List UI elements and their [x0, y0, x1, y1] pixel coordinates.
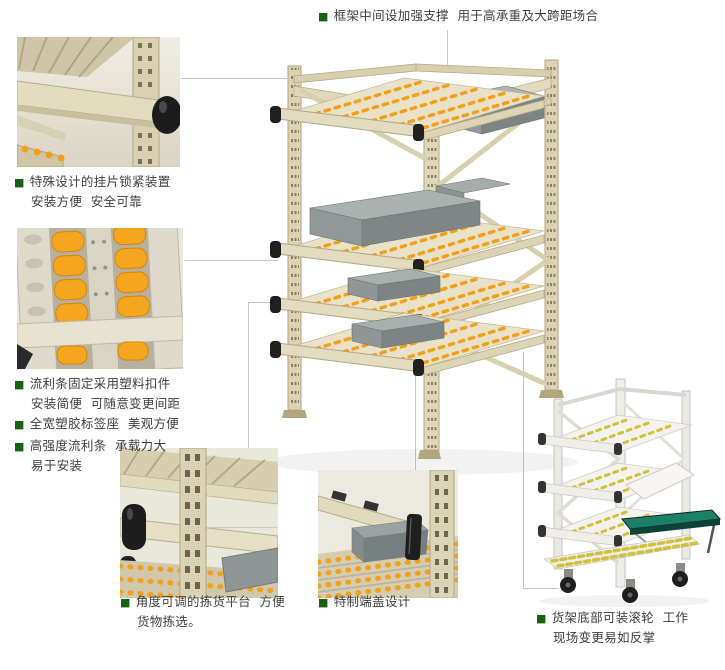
- flow-shelf: [538, 462, 696, 503]
- sloped-panel: [625, 462, 696, 500]
- flow-shelf: [270, 77, 545, 141]
- annotation-text: 流利条固定采用塑料扣件: [29, 376, 171, 391]
- work-table: [621, 509, 722, 554]
- annotation-text: 特殊设计的挂片锁紧装置: [29, 174, 171, 189]
- annotation-text: 安装方便 安全可靠: [31, 194, 142, 209]
- shelf-underside: [17, 37, 135, 78]
- annotation-text: 货架底部可装滚轮 工作: [551, 610, 689, 625]
- bullet-icon: ■: [14, 176, 25, 189]
- annotation-text: 特制端盖设计: [333, 594, 411, 609]
- bullet-icon: ■: [536, 612, 547, 625]
- callout-line-frame-support: [447, 30, 448, 72]
- top-frame: [557, 386, 687, 407]
- annotation-roller-fixing: ■ 流利条固定采用塑料扣件 安装简便 可随意变更间距: [14, 374, 180, 413]
- callout-line-endcap: [415, 362, 416, 506]
- orange-rollers: [51, 230, 89, 325]
- bullet-icon: ■: [318, 596, 329, 609]
- annotation-text: 现场变更易如反掌: [553, 630, 656, 645]
- bullet-icon: ■: [14, 440, 25, 453]
- annotation-text: 框架中间设加强支撑 用于高承重及大跨距场合: [333, 8, 599, 23]
- bullet-icon: ■: [14, 418, 25, 431]
- caster-wheels: [560, 563, 688, 603]
- annotation-end-cap: ■ 特制端盖设计: [318, 592, 411, 612]
- roller-base: [543, 534, 701, 570]
- upright-post: [179, 448, 207, 598]
- flow-shelf: [270, 177, 545, 276]
- annotation-frame-support: ■ 框架中间设加强支撑 用于高承重及大跨距场合: [318, 6, 598, 26]
- annotation-picking-platform: ■ 角度可调的拣货平台 方便 货物拣选。: [120, 592, 285, 631]
- roller-lanes: [17, 228, 183, 369]
- flow-shelf: [538, 414, 693, 455]
- photo-lock-device-closeup: [17, 37, 180, 167]
- annotation-text: 货物拣选。: [137, 614, 202, 629]
- bullet-icon: ■: [120, 596, 131, 609]
- photo-picking-platform: [120, 448, 278, 598]
- annotation-label-holder: ■ 全宽塑胶标签座 美观方便: [14, 414, 179, 434]
- black-end-knob: [152, 96, 180, 134]
- bullet-icon: ■: [318, 10, 329, 23]
- photo-end-cap-design: [318, 470, 458, 598]
- photo-caster-rack: [530, 363, 725, 608]
- bullet-icon: ■: [14, 378, 25, 391]
- storage-bin: [221, 547, 278, 593]
- annotation-text: 全宽塑胶标签座 美观方便: [29, 416, 180, 431]
- cross-beam: [17, 315, 183, 349]
- photo-roller-track-closeup: [17, 228, 183, 369]
- callout-line-casters-h: [523, 588, 558, 589]
- annotation-text: 高强度流利条 承载力大: [29, 438, 167, 453]
- photo-main-flow-rack: [248, 38, 578, 488]
- annotation-text: 易于安装: [31, 458, 83, 473]
- upright-post: [429, 470, 455, 598]
- callout-line-casters-v: [523, 352, 524, 588]
- annotation-lock-device: ■ 特殊设计的挂片锁紧装置 安装方便 安全可靠: [14, 172, 171, 211]
- callout-line-roller-fixing: [184, 260, 278, 261]
- callout-line-platform-v: [248, 302, 249, 453]
- lower-roller-edge: [17, 144, 65, 167]
- annotation-roller-strength: ■ 高强度流利条 承载力大 易于安装: [14, 436, 166, 475]
- annotation-text: 安装简便 可随意变更间距: [31, 396, 181, 411]
- annotation-text: 角度可调的拣货平台 方便: [135, 594, 286, 609]
- flow-shelf: [270, 312, 545, 376]
- corner-cap: [17, 344, 33, 369]
- callout-line-lock-device: [181, 78, 287, 79]
- annotation-casters: ■ 货架底部可装滚轮 工作 现场变更易如反掌: [536, 608, 688, 647]
- black-end-cap: [405, 513, 422, 561]
